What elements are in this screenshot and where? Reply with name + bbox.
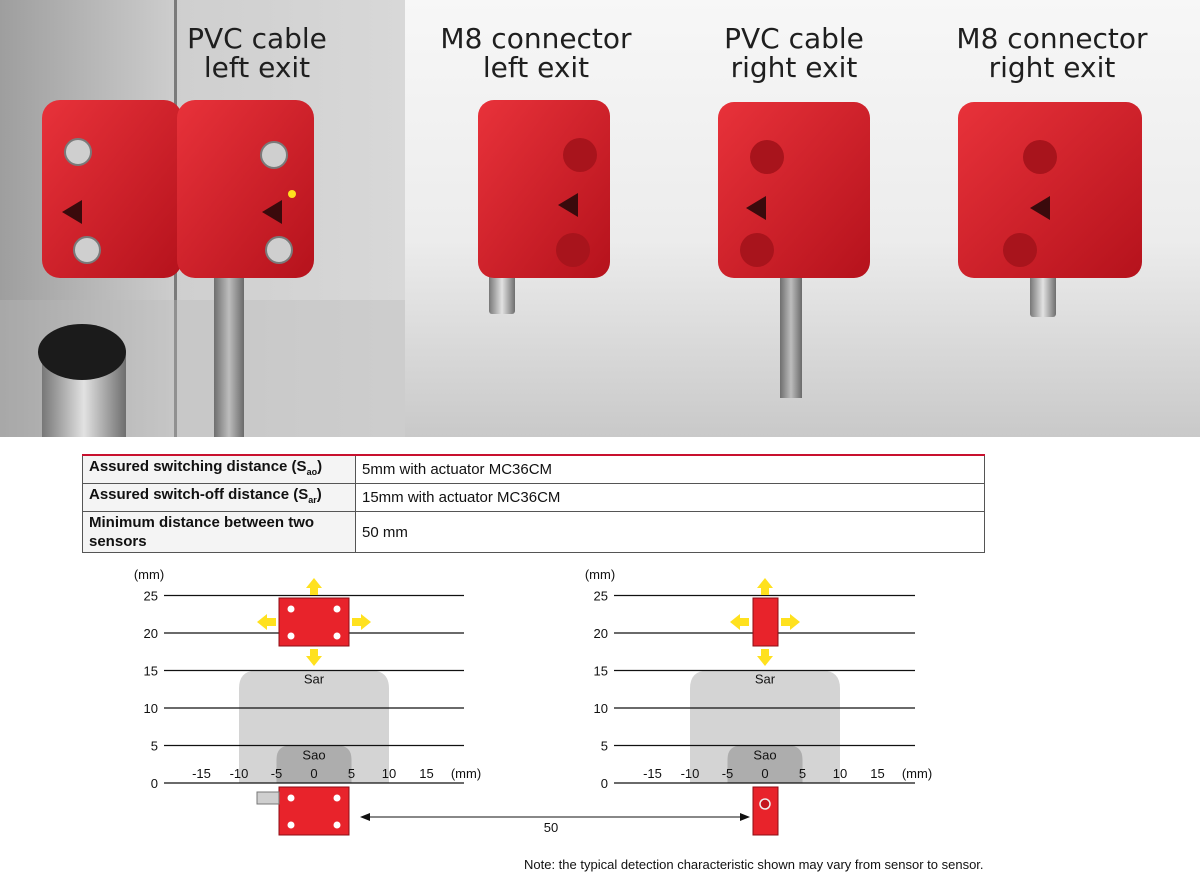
x-unit-label: (mm) [902,766,932,781]
screw-hole [287,794,295,802]
sensor-top [752,597,779,647]
y-tick-label: 10 [594,701,608,716]
sao-label: Sao [302,748,325,763]
photo-label-m8-left: M8 connector left exit [440,22,632,84]
x-tick-label: 15 [419,766,433,781]
screw-hole [287,605,295,613]
spec-label: Minimum distance between two sensors [82,511,356,553]
y-unit-label: (mm) [585,567,615,582]
y-tick-label: 25 [594,589,608,604]
sao-label: Sao [753,748,776,763]
separation-label: 50 [544,820,558,835]
screw-hole [287,632,295,640]
photo-label-pvc-left: PVC cable left exit [187,22,327,84]
sensor-bottom [752,786,779,836]
x-tick-label: 5 [348,766,355,781]
separation-arrowhead-left [360,813,370,821]
spec-value: 50 mm [355,511,985,553]
x-tick-label: 10 [382,766,396,781]
arrow-right-icon [781,614,800,630]
y-tick-label: 20 [594,626,608,641]
x-tick-label: 15 [870,766,884,781]
separation-arrowhead-right [740,813,750,821]
y-tick-label: 5 [151,739,158,754]
screw-hole [333,605,341,613]
sar-zone [239,670,389,783]
x-tick-label: -15 [192,766,211,781]
y-tick-label: 5 [601,739,608,754]
screw-hole [333,794,341,802]
y-tick-label: 0 [151,776,158,791]
screw-hole [333,632,341,640]
y-unit-label: (mm) [134,567,164,582]
arrow-left-icon [257,614,276,630]
y-tick-label: 0 [601,776,608,791]
spec-row-switching: Assured switching distance (Sao) 5mm wit… [82,454,985,484]
x-tick-label: 0 [761,766,768,781]
x-tick-label: -10 [230,766,249,781]
connector [256,791,280,805]
screw-hole [333,821,341,829]
x-tick-label: -10 [681,766,700,781]
spec-value: 15mm with actuator MC36CM [355,483,985,512]
photo-label-pvc-right: PVC cable right exit [724,22,864,84]
x-tick-label: -5 [722,766,734,781]
spec-row-min-distance: Minimum distance between two sensors 50 … [82,511,985,553]
x-tick-label: 0 [310,766,317,781]
arrow-up-icon [757,578,773,595]
spec-row-switch-off: Assured switch-off distance (Sar) 15mm w… [82,483,985,512]
screw-hole [759,798,771,810]
arrow-down-icon [306,649,322,666]
sar-label: Sar [755,672,776,687]
x-unit-label: (mm) [451,766,481,781]
arrow-up-icon [306,578,322,595]
sao-zone [276,745,352,783]
y-tick-label: 25 [144,589,158,604]
sar-label: Sar [304,672,325,687]
arrow-left-icon [730,614,749,630]
screw-hole [287,821,295,829]
note-text: Note: the typical detection characterist… [524,857,984,872]
product-photo [0,0,1200,437]
photo-label-m8-right: M8 connector right exit [956,22,1148,84]
spec-table: Assured switching distance (Sao) 5mm wit… [82,454,985,553]
y-tick-label: 10 [144,701,158,716]
x-tick-label: -15 [643,766,662,781]
x-tick-label: 10 [833,766,847,781]
spec-value: 5mm with actuator MC36CM [355,454,985,484]
x-tick-label: -5 [271,766,283,781]
y-tick-label: 15 [144,664,158,679]
x-tick-label: 5 [799,766,806,781]
arrow-right-icon [352,614,371,630]
sao-zone [727,745,803,783]
spec-label: Assured switching distance (Sao) [82,454,356,484]
y-tick-label: 20 [144,626,158,641]
sar-zone [690,670,840,783]
arrow-down-icon [757,649,773,666]
y-tick-label: 15 [594,664,608,679]
spec-label: Assured switch-off distance (Sar) [82,483,356,512]
